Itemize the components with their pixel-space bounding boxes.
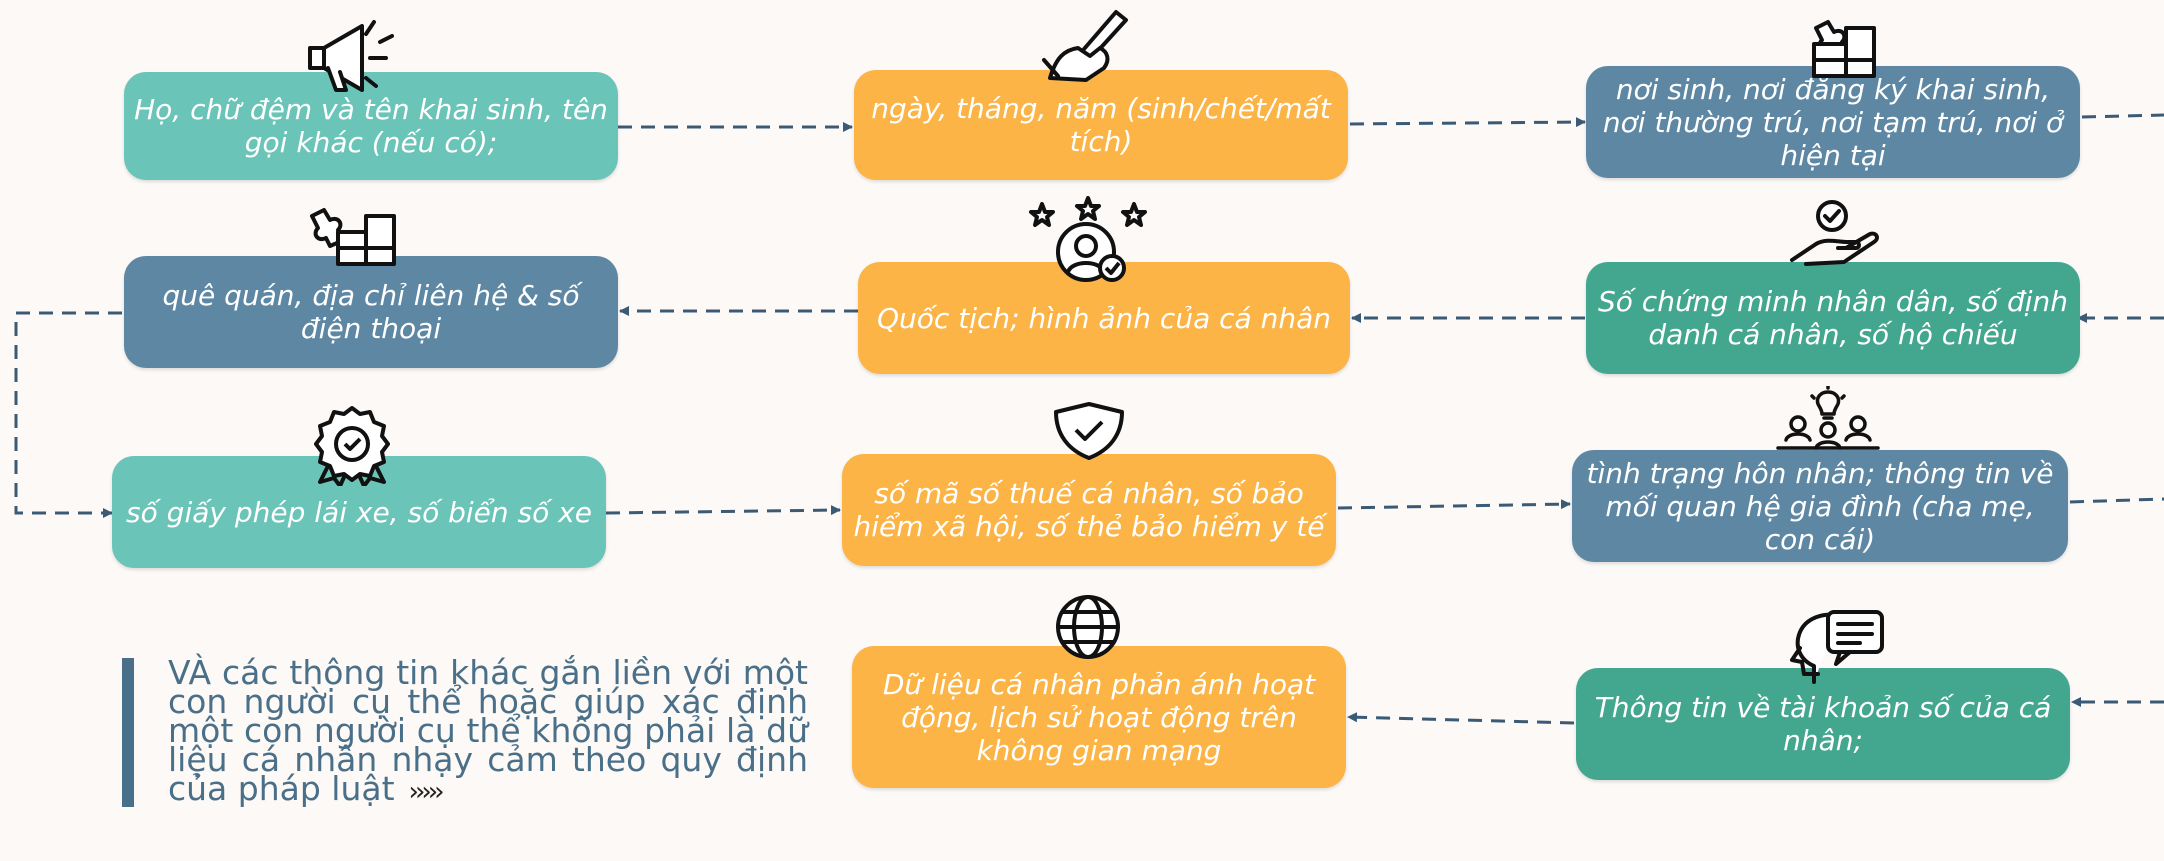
arrow-n3-out [2081, 113, 2164, 119]
node-n6-label: Số chứng minh nhân dân, số định danh cá … [1598, 285, 2068, 351]
globe-icon [1040, 594, 1136, 660]
node-n6: Số chứng minh nhân dân, số định danh cá … [1586, 262, 2080, 374]
shield-check-icon [1048, 400, 1130, 460]
node-n10-label: Dữ liệu cá nhân phản ánh hoạt động, lịch… [882, 667, 1316, 767]
node-n11: Thông tin về tài khoản số của cá nhân; [1576, 668, 2070, 780]
puzzle-icon [1786, 18, 1876, 78]
arrow-n11-n10 [1347, 712, 1575, 725]
note-text: VÀ các thông tin khác gắn liền với một c… [168, 653, 808, 808]
node-n9-label: tình trạng hôn nhân; thông tin về mối qu… [1586, 456, 2054, 556]
node-n1: Họ, chữ đệm và tên khai sinh, tên gọi kh… [124, 72, 618, 180]
puzzle-icon [306, 206, 396, 266]
user-stars-icon [1024, 196, 1152, 282]
node-n1-label: Họ, chữ đệm và tên khai sinh, tên gọi kh… [134, 93, 608, 159]
node-n3-label: nơi sinh, nơi đăng ký khai sinh, nơi thư… [1602, 72, 2064, 172]
node-n4-label: quê quán, địa chỉ liên hệ & số điện thoạ… [162, 279, 580, 345]
node-n3: nơi sinh, nơi đăng ký khai sinh, nơi thư… [1586, 66, 2080, 178]
megaphone-icon [296, 12, 406, 92]
node-n2-label: ngày, tháng, năm (sinh/chết/mất tích) [871, 92, 1331, 158]
arrow-n8-n9 [1337, 499, 1571, 510]
pencil-hand-icon [1030, 8, 1140, 84]
arrow-n9-out [2069, 497, 2164, 504]
head-chat-icon [1784, 608, 1888, 684]
arrow-n2-n3 [1349, 117, 1586, 128]
node-n10: Dữ liệu cá nhân phản ánh hoạt động, lịch… [852, 646, 1346, 788]
node-n8-label: số mã số thuế cá nhân, số bảo hiểm xã hộ… [853, 477, 1325, 543]
people-idea-icon [1768, 386, 1888, 452]
arrow-n4-n7 [14, 311, 122, 518]
node-n9: tình trạng hôn nhân; thông tin về mối qu… [1572, 450, 2068, 562]
node-n5-label: Quốc tịch; hình ảnh của cá nhân [877, 301, 1331, 335]
hand-check-icon [1786, 198, 1882, 268]
node-n8: số mã số thuế cá nhân, số bảo hiểm xã hộ… [842, 454, 1336, 566]
node-n11-label: Thông tin về tài khoản số của cá nhân; [1594, 691, 2052, 757]
node-n5: Quốc tịch; hình ảnh của cá nhân [858, 262, 1350, 374]
arrow-n7-n8 [605, 505, 841, 516]
award-badge-icon [304, 404, 400, 486]
node-n4: quê quán, địa chỉ liên hệ & số điện thoạ… [124, 256, 618, 368]
note-text-block: VÀ các thông tin khác gắn liền với một c… [122, 656, 808, 807]
chevrons-right-icon: ››››› [408, 777, 445, 807]
node-n7-label: số giấy phép lái xe, số biển số xe [126, 495, 592, 529]
node-n2: ngày, tháng, năm (sinh/chết/mất tích) [854, 70, 1348, 180]
